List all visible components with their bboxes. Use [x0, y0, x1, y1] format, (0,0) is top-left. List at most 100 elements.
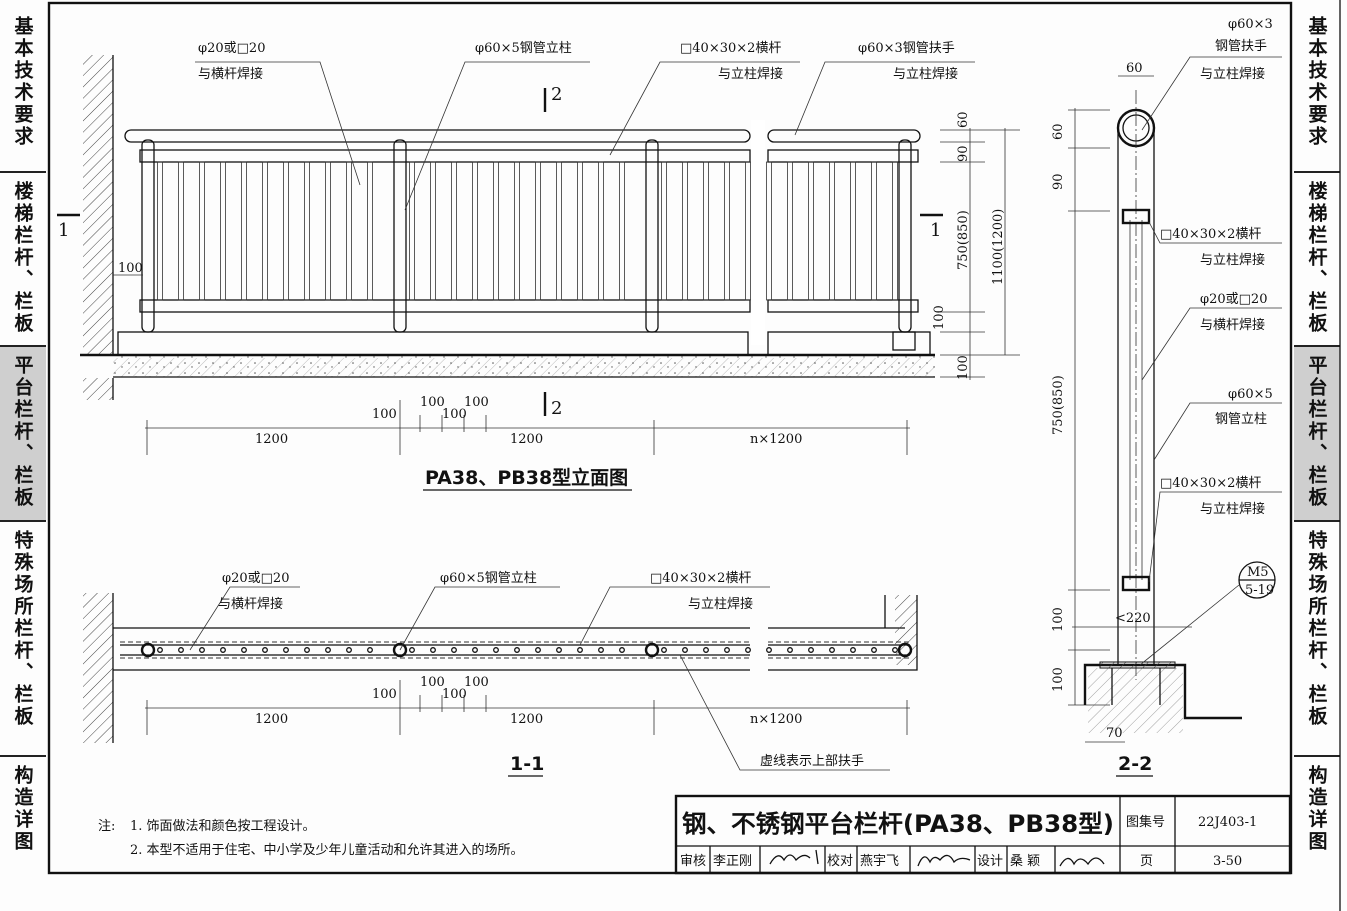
baluster: [241, 161, 247, 301]
baluster: [304, 161, 310, 301]
plan-post: [897, 642, 913, 658]
dim-100-top: 100: [932, 305, 947, 330]
plan-baluster: [472, 647, 478, 653]
dim-span-1200: 1200: [510, 432, 543, 447]
tab-construction-details[interactable]: 构造详图: [0, 757, 46, 872]
plan-baluster: [304, 647, 310, 653]
baluster: [787, 161, 793, 301]
tab-label: 楼梯栏杆、栏板: [1305, 181, 1328, 335]
plan-baluster: [829, 647, 835, 653]
detail-ref-bottom: 5-19: [1245, 583, 1274, 598]
section-mark-2-top: 2: [551, 84, 562, 105]
plan-baluster: [892, 647, 898, 653]
dim-wall-offset: 100: [118, 261, 143, 276]
dim-width-60: 60: [1126, 61, 1143, 76]
post: [393, 139, 407, 333]
baluster: [283, 161, 289, 301]
section-mark-1-left: 1: [58, 220, 69, 241]
plan-post: [644, 642, 660, 658]
label-handrail: φ60×3钢管扶手: [858, 41, 955, 56]
dim-90: 90: [956, 145, 971, 162]
plan-baluster: [850, 647, 856, 653]
tab-label: 基本技术要求: [11, 16, 34, 148]
detail-ref-top: M5: [1247, 565, 1269, 580]
baluster: [535, 161, 541, 301]
dim-span-1200: 1200: [255, 432, 288, 447]
note-1: 1. 饰面做法和颜色按工程设计。: [130, 818, 316, 834]
tab-label: 特殊场所栏杆、栏板: [11, 530, 34, 728]
tab-platform-railings[interactable]: 平台栏杆、栏板: [0, 347, 46, 522]
baluster: [325, 161, 331, 301]
tab-special-railings[interactable]: 特殊场所栏杆、栏板: [0, 522, 46, 757]
tab-stair-railings-right[interactable]: 楼梯栏杆、栏板: [1294, 173, 1340, 347]
plan-baluster: [346, 647, 352, 653]
plan-baluster: [409, 647, 415, 653]
baluster: [682, 161, 688, 301]
label-dashed-handrail-note: 虚线表示上部扶手: [760, 754, 864, 769]
tab-basic-requirements[interactable]: 基本技术要求: [0, 8, 46, 173]
baluster: [346, 161, 352, 301]
plan-baluster: [514, 647, 520, 653]
page-number: 3-50: [1213, 854, 1242, 869]
plan-baluster: [871, 647, 877, 653]
baluster: [871, 161, 877, 301]
baluster: [409, 161, 415, 301]
dim-220: <220: [1115, 611, 1151, 626]
dim-100: 100: [464, 395, 489, 410]
plan-title: 1-1: [510, 753, 544, 775]
plan-baluster: [262, 647, 268, 653]
note-2: 2. 本型不适用于住宅、中小学及少年儿童活动和允许其进入的场所。: [130, 842, 524, 858]
tab-label: 基本技术要求: [1305, 16, 1328, 148]
baluster: [829, 161, 835, 301]
dim-100: 100: [372, 687, 397, 702]
baluster: [619, 161, 625, 301]
tab-platform-railings-right[interactable]: 平台栏杆、栏板: [1294, 347, 1340, 522]
plan-baluster: [766, 647, 772, 653]
plan-view-1-1: φ20或□20 与横杆焊接 φ60×5钢管立柱 □40×30×2横杆 与立柱焊接…: [83, 571, 918, 777]
baluster: [808, 161, 814, 301]
label-post-size: φ60×5: [1228, 387, 1273, 402]
plan-baluster: [682, 647, 688, 653]
dim-100: 100: [464, 675, 489, 690]
baluster: [178, 161, 184, 301]
tab-label: 特殊场所栏杆、栏板: [1305, 530, 1328, 728]
dim-span-1200: 1200: [255, 712, 288, 727]
tab-stair-railings[interactable]: 楼梯栏杆、栏板: [0, 173, 46, 347]
dim-100: 100: [420, 675, 445, 690]
label-handrail-type: 钢管扶手: [1215, 39, 1267, 54]
label-handrail-weld: 与立柱焊接: [893, 66, 958, 82]
plan-baluster: [577, 647, 583, 653]
checker-signature: [917, 854, 971, 867]
tab-label: 楼梯栏杆、栏板: [11, 181, 34, 335]
dim-100: 100: [442, 407, 467, 422]
baluster: [472, 161, 478, 301]
sheet-frame: [47, 1, 1293, 875]
atlas-number: 22J403-1: [1198, 815, 1257, 830]
plan-baluster: [157, 647, 163, 653]
baluster: [724, 161, 730, 301]
tab-construction-details-right[interactable]: 构造详图: [1294, 757, 1340, 872]
plan-baluster: [283, 647, 289, 653]
dim-100: 100: [1051, 667, 1066, 692]
plan-baluster: [598, 647, 604, 653]
tab-label: 构造详图: [11, 765, 34, 853]
label-rail: □40×30×2横杆: [650, 571, 751, 586]
label-rail-weld: 与立柱焊接: [718, 66, 783, 82]
plan-baluster: [367, 647, 373, 653]
label-baluster-size: φ20或□20: [1200, 292, 1267, 307]
notes-prefix: 注:: [98, 819, 115, 834]
plan-post: [140, 642, 156, 658]
plan-baluster: [808, 647, 814, 653]
label-handrail-weld: 与立柱焊接: [1200, 66, 1265, 82]
tab-special-railings-right[interactable]: 特殊场所栏杆、栏板: [1294, 522, 1340, 757]
dim-750: 750(850): [956, 210, 971, 270]
baluster: [199, 161, 205, 301]
dim-60: 60: [956, 111, 971, 128]
page-label: 页: [1140, 854, 1153, 869]
section-title: 2-2: [1118, 753, 1152, 775]
atlas-label: 图集号: [1126, 814, 1165, 830]
checker-name: 燕宇飞: [860, 854, 899, 869]
section-view-2-2: 60 60 90 750(850) 100 100 <220 70 M5 5-1…: [1051, 17, 1282, 777]
tab-basic-requirements-right[interactable]: 基本技术要求: [1294, 8, 1340, 173]
